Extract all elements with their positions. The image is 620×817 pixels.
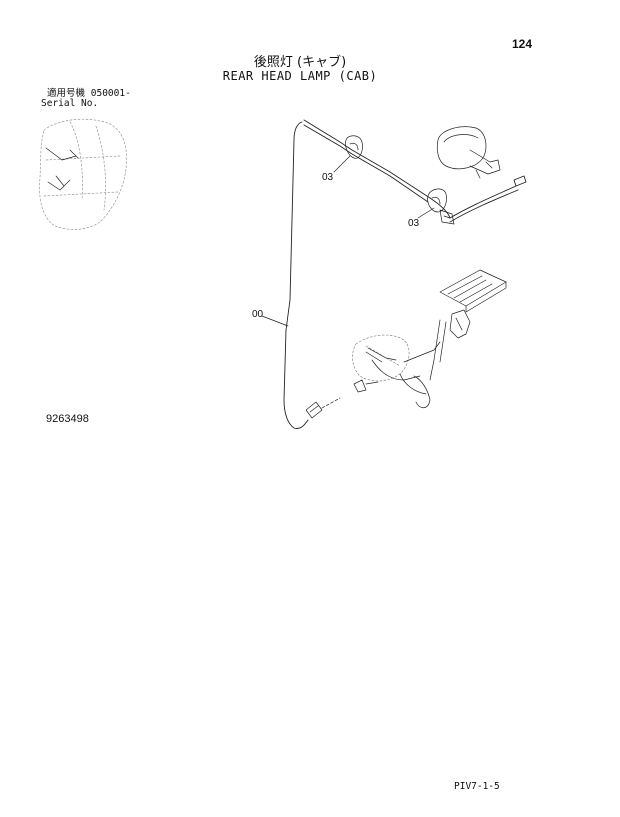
sub-harness [353, 341, 441, 409]
rear-head-lamp [436, 126, 501, 179]
leader-lines [261, 155, 435, 327]
clamp-03-lower [427, 188, 447, 213]
cab-seat-base [352, 334, 410, 382]
drawing-number: 9263498 [46, 413, 89, 425]
title-japanese: 後照灯 (キャブ) [253, 55, 347, 70]
serial-label-jp-text: 適用号機 [47, 88, 86, 99]
machine-overview-sketch [39, 118, 127, 230]
overview-lamp-location [45, 147, 79, 191]
console-bracket [429, 309, 471, 381]
serial-label-english: Serial No. [41, 98, 99, 109]
title-english: REAR HEAD LAMP (CAB) [222, 69, 378, 83]
clamp-03-upper [345, 135, 363, 159]
serial-value: 050001- [90, 88, 131, 99]
console-switch-panel [439, 269, 507, 313]
harness-wire-00 [283, 119, 527, 429]
lamp-connector [439, 209, 455, 225]
harness-end-connector [305, 397, 341, 419]
callout-03-lower: 03 [408, 218, 420, 229]
callout-00-harness: 00 [252, 309, 264, 320]
page-code: PIV7-1-5 [454, 781, 500, 792]
serial-label-japanese: 適用号機 050001- [47, 89, 131, 99]
page-number: 124 [512, 37, 533, 51]
callout-03-upper: 03 [322, 172, 334, 183]
